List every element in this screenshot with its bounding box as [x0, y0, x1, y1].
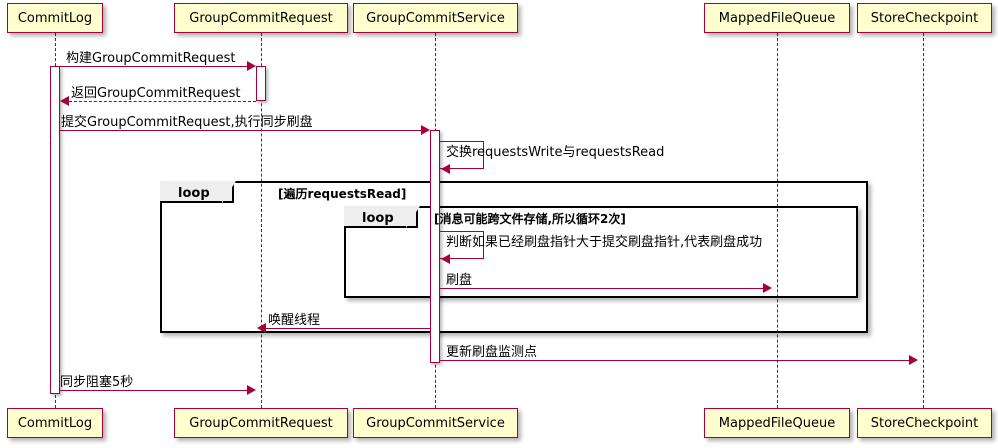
- message-label-check-flush-pointer: 判断如果已经刷盘指针大于提交刷盘指针,代表刷盘成功: [446, 235, 763, 250]
- message-selfloop-swap-requests: [440, 141, 484, 169]
- message-label-submit-request: 提交GroupCommitRequest,执行同步刷盘: [61, 115, 313, 130]
- activation-groupcommitservice: [430, 130, 440, 363]
- participant-label-commitlog: CommitLog: [17, 10, 93, 26]
- activation-commitlog: [50, 66, 60, 394]
- message-arrowhead-build-request: [247, 61, 256, 71]
- message-line-return-request: [69, 101, 256, 102]
- participant-footer-groupcommitservice[interactable]: GroupCommitService: [353, 408, 518, 438]
- message-label-sync-block: 同步阻塞5秒: [60, 375, 134, 390]
- message-arrowhead-check-flush-pointer: [441, 254, 450, 264]
- loop-keyword-outer: loop: [178, 186, 210, 201]
- loop-condition-inner: [消息可能跨文件存储,所以循环2次]: [434, 212, 626, 226]
- message-label-return-request: 返回GroupCommitRequest: [71, 86, 241, 101]
- participant-storecheckpoint[interactable]: StoreCheckpoint: [857, 3, 992, 33]
- participant-commitlog[interactable]: CommitLog: [7, 3, 103, 33]
- participant-footer-label-groupcommitrequest: GroupCommitRequest: [189, 415, 333, 431]
- participant-label-groupcommitrequest: GroupCommitRequest: [189, 10, 333, 26]
- participant-footer-label-commitlog: CommitLog: [17, 415, 93, 431]
- participant-footer-groupcommitrequest[interactable]: GroupCommitRequest: [174, 408, 348, 438]
- message-selfloop-check-flush-pointer: [440, 231, 484, 259]
- message-line-sync-block: [60, 390, 248, 391]
- lifeline-storecheckpoint: [923, 33, 924, 408]
- participant-footer-commitlog[interactable]: CommitLog: [7, 408, 103, 438]
- message-arrowhead-sync-block: [247, 385, 256, 395]
- loop-tab-inner: [344, 206, 418, 228]
- participant-label-storecheckpoint: StoreCheckpoint: [870, 10, 979, 26]
- message-line-update-checkpoint: [440, 360, 910, 361]
- participant-label-mappedfilequeue: MappedFileQueue: [718, 10, 836, 26]
- lifeline-mappedfilequeue: [777, 33, 778, 408]
- loop-keyword-inner: loop: [362, 211, 394, 226]
- message-arrowhead-return-request: [60, 96, 69, 106]
- loop-frame-inner: [344, 206, 858, 298]
- message-arrowhead-wake-thread: [257, 323, 266, 333]
- lifeline-groupcommitrequest: [261, 33, 262, 408]
- participant-footer-label-groupcommitservice: GroupCommitService: [366, 415, 505, 431]
- message-label-build-request: 构建GroupCommitRequest: [66, 51, 236, 66]
- participant-label-groupcommitservice: GroupCommitService: [366, 10, 505, 26]
- message-label-swap-requests: 交换requestsWrite与requestsRead: [446, 145, 665, 160]
- message-line-build-request: [60, 66, 248, 67]
- participant-groupcommitservice[interactable]: GroupCommitService: [353, 3, 518, 33]
- message-arrowhead-swap-requests: [441, 164, 450, 174]
- message-label-update-checkpoint: 更新刷盘监测点: [446, 345, 538, 360]
- message-arrowhead-update-checkpoint: [909, 355, 918, 365]
- message-line-submit-request: [60, 130, 422, 131]
- participant-footer-label-mappedfilequeue: MappedFileQueue: [718, 415, 836, 431]
- participant-footer-label-storecheckpoint: StoreCheckpoint: [870, 415, 979, 431]
- message-line-wake-thread: [266, 328, 430, 329]
- message-label-wake-thread: 唤醒线程: [268, 313, 321, 328]
- loop-frame-outer: [160, 181, 868, 333]
- loop-condition-outer: [遍历requestsRead]: [278, 187, 407, 201]
- participant-footer-mappedfilequeue[interactable]: MappedFileQueue: [704, 408, 850, 438]
- participant-mappedfilequeue[interactable]: MappedFileQueue: [704, 3, 850, 33]
- activation-groupcommitrequest: [256, 66, 266, 101]
- message-label-flush-disk: 刷盘: [446, 273, 473, 288]
- message-arrowhead-flush-disk: [763, 283, 772, 293]
- participant-groupcommitrequest[interactable]: GroupCommitRequest: [174, 3, 348, 33]
- loop-tab-outer: [160, 181, 234, 203]
- message-line-flush-disk: [440, 288, 764, 289]
- participant-footer-storecheckpoint[interactable]: StoreCheckpoint: [857, 408, 992, 438]
- message-arrowhead-submit-request: [421, 125, 430, 135]
